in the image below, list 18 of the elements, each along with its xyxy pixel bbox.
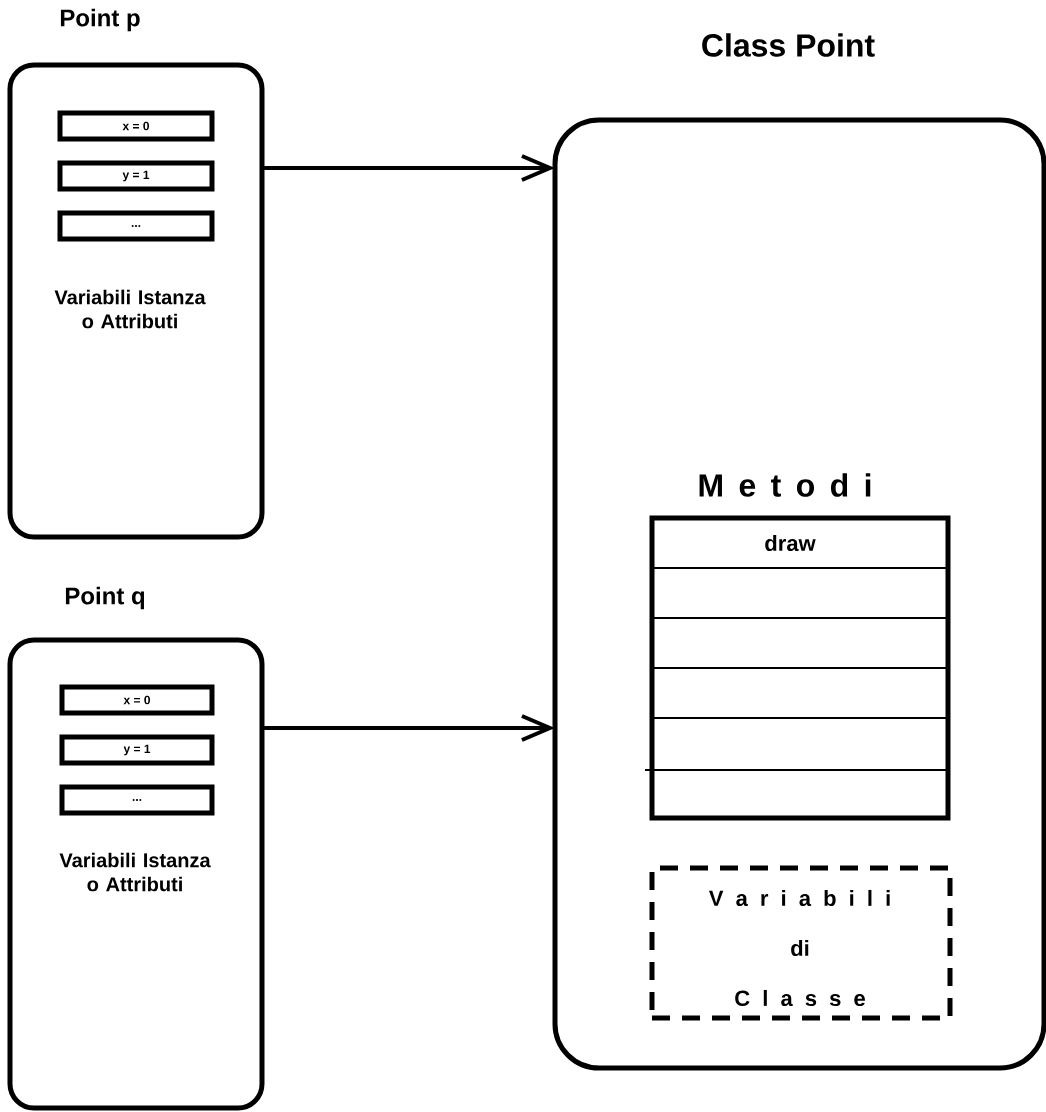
arrow bbox=[262, 714, 555, 742]
table-heading: M e t o d i bbox=[699, 473, 871, 497]
value-field: x = 0 bbox=[57, 110, 215, 142]
value-field: ... bbox=[57, 210, 215, 242]
object-title: Point p bbox=[60, 8, 140, 32]
method-name: draw bbox=[765, 534, 816, 552]
value-field: x = 0 bbox=[59, 684, 215, 716]
body-text: Variabili Istanza o Attributi bbox=[59, 852, 211, 892]
box-text: di bbox=[791, 939, 809, 957]
body-text: Variabili Istanza o Attributi bbox=[54, 289, 206, 329]
class-title: Class Point bbox=[702, 33, 875, 57]
value-field: y = 1 bbox=[57, 160, 215, 192]
arrow bbox=[262, 154, 555, 182]
value-field: ... bbox=[59, 784, 215, 816]
box-text: C l a s s e bbox=[735, 989, 865, 1007]
object-title: Point q bbox=[65, 586, 145, 610]
value-field: y = 1 bbox=[59, 734, 215, 766]
box-text: V a r i a b i l i bbox=[708, 889, 890, 907]
